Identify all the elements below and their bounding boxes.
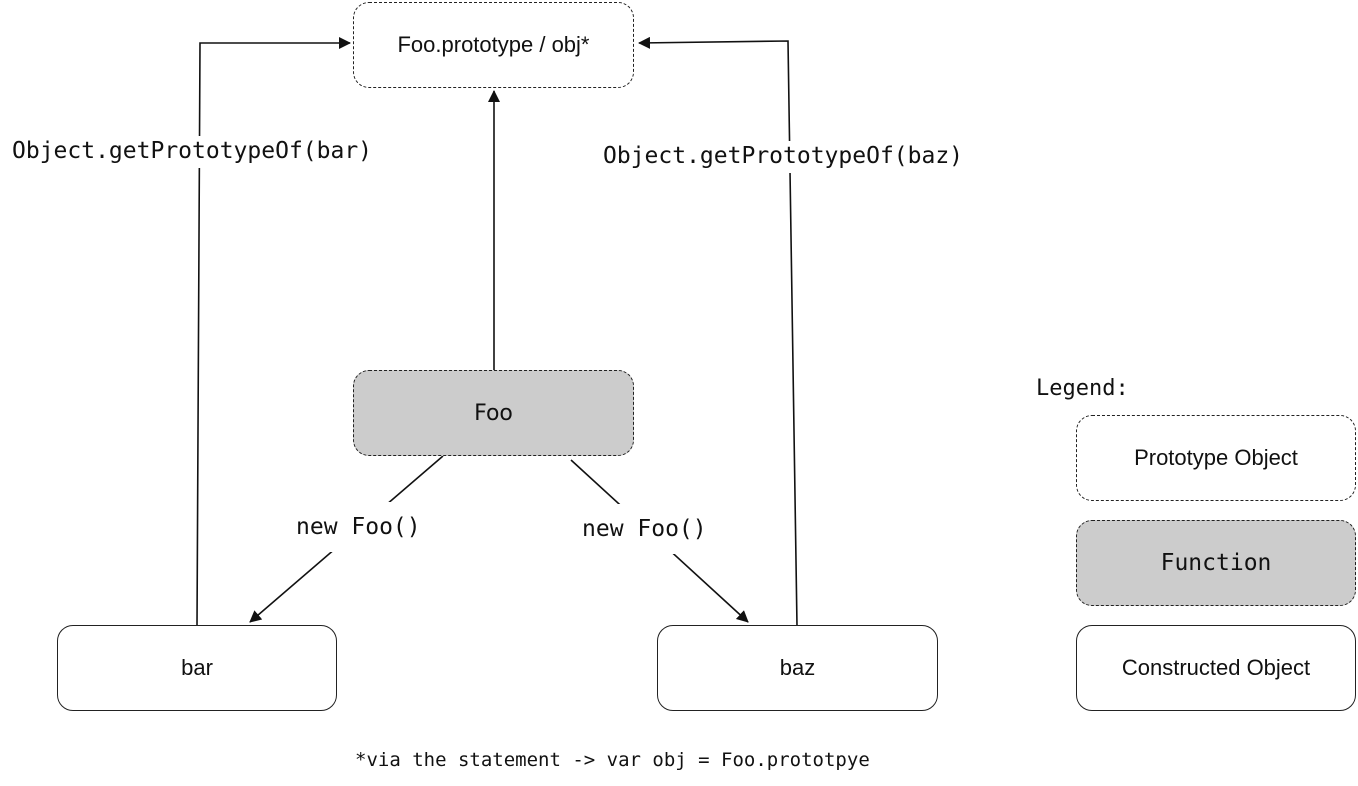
legend-function: Function [1076, 520, 1356, 606]
node-foo-function: Foo [353, 370, 634, 456]
legend-constructed-object: Constructed Object [1076, 625, 1356, 711]
legend-title: Legend: [1036, 376, 1129, 401]
node-foo-prototype: Foo.prototype / obj* [353, 2, 634, 88]
legend-prototype-object: Prototype Object [1076, 415, 1356, 501]
label-getprototypeof-bar: Object.getPrototypeOf(bar) [10, 136, 375, 168]
node-baz: baz [657, 625, 938, 711]
label-getprototypeof-baz: Object.getPrototypeOf(baz) [601, 141, 966, 173]
edge-baz-to-prototype [638, 36, 798, 627]
footnote: *via the statement -> var obj = Foo.prot… [355, 749, 870, 771]
label-new-foo-left: new Foo() [292, 502, 425, 552]
edge-bar-to-prototype [196, 37, 351, 627]
node-bar: bar [57, 625, 337, 711]
label-new-foo-right: new Foo() [578, 504, 711, 554]
